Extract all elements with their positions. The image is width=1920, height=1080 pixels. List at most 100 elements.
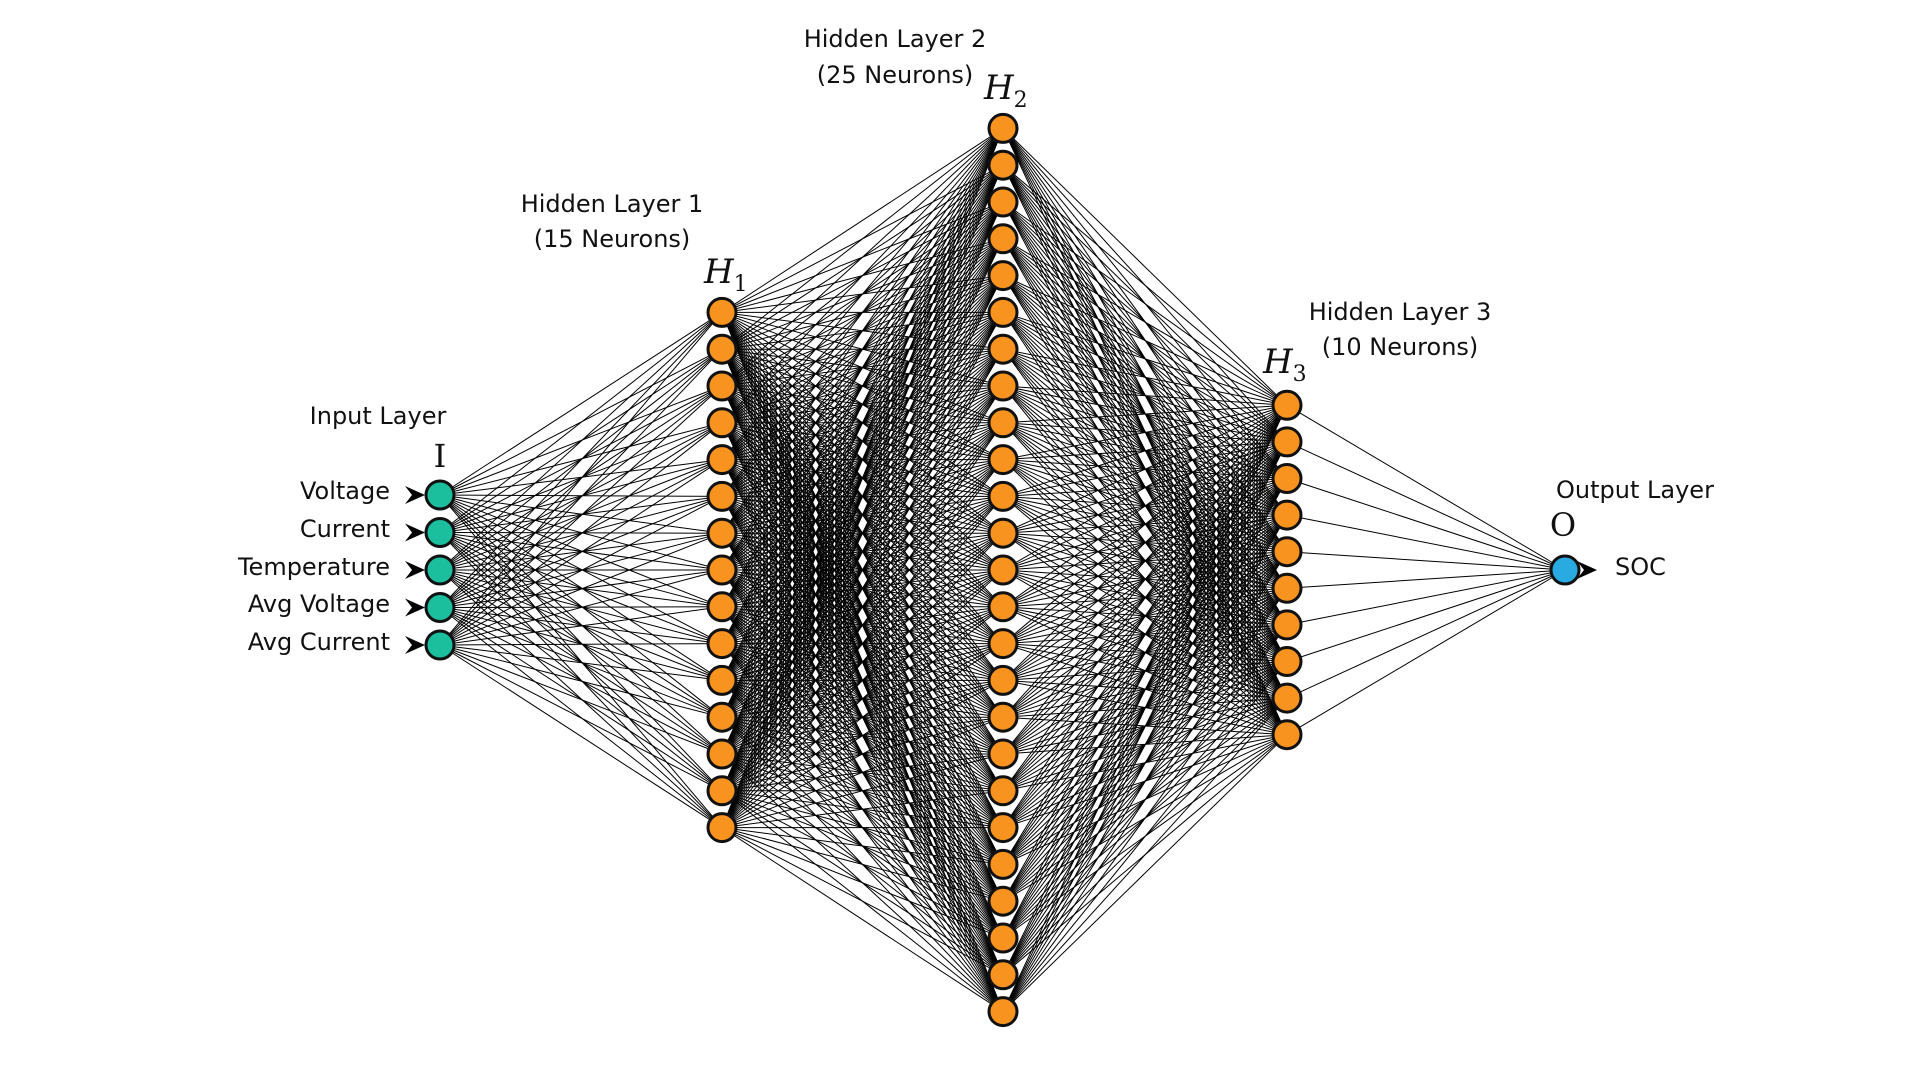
neuron-nodes [424, 112, 1581, 1028]
neuron-node-hidden2-8 [987, 370, 1019, 402]
neuron-node-input-2 [424, 517, 456, 548]
neuron-node-hidden2-7 [987, 333, 1019, 365]
connection-edge [1002, 385, 1288, 406]
connection-edge [1002, 404, 1288, 608]
connection-edge [1002, 478, 1288, 1012]
neuron-node-hidden1-1 [706, 296, 738, 328]
connection-edge [1002, 275, 1288, 406]
connection-edge [1002, 404, 1288, 681]
connection-edge [721, 238, 1004, 828]
neuron-node-input-4 [424, 592, 456, 623]
connection-edge [721, 422, 1004, 828]
connection-edge [1002, 624, 1288, 1012]
connection-edge [1286, 569, 1566, 589]
connection-edge [439, 643, 723, 646]
connection-edge [721, 496, 1004, 828]
output-layer-title: Output Layer [1556, 476, 1714, 504]
connection-edge [721, 275, 1004, 828]
neuron-node-hidden3-1 [1271, 389, 1303, 421]
neuron-node-input-1 [424, 479, 456, 511]
neuron-node-hidden2-12 [987, 517, 1019, 549]
neuron-node-hidden3-4 [1271, 499, 1303, 531]
neuron-node-hidden2-1 [987, 112, 1019, 144]
neuron-node-hidden1-14 [706, 775, 738, 807]
connection-edge [1002, 405, 1288, 1012]
hidden-layer-1-subtitle: (15 Neurons) [534, 225, 691, 253]
neuron-node-hidden3-9 [1271, 682, 1303, 714]
connection-edge [1002, 697, 1288, 1012]
neuron-node-hidden3-5 [1271, 536, 1303, 568]
connection-edge [721, 128, 1004, 718]
connection-edge [439, 348, 723, 646]
hidden-layer-1-title: Hidden Layer 1 [521, 190, 704, 218]
connection-edge [721, 128, 1004, 387]
neuron-node-input-5 [424, 629, 456, 661]
connection-edge [1002, 404, 1288, 461]
connection-edge [439, 644, 723, 718]
connection-edge [1002, 405, 1288, 902]
connection-edge [1002, 405, 1288, 939]
connection-edge [721, 128, 1004, 571]
neuron-node-hidden2-15 [987, 628, 1019, 660]
hidden-layer-2-subtitle: (25 Neurons) [817, 61, 974, 89]
connection-edge [1286, 569, 1566, 699]
input-label-voltage: Voltage [300, 477, 390, 505]
input-layer-title: Input Layer [310, 402, 447, 430]
neuron-node-hidden2-16 [987, 664, 1019, 696]
neuron-node-hidden3-3 [1271, 463, 1303, 494]
input-arrow-icon-2 [405, 523, 425, 542]
hidden-layer-1-symbol-base: H [703, 252, 735, 292]
connection-edge [439, 312, 723, 608]
output-arrow-icon [1577, 561, 1597, 579]
neuron-node-hidden2-9 [987, 407, 1019, 439]
neuron-node-hidden2-6 [987, 296, 1019, 328]
input-arrow-icon-4 [405, 598, 425, 617]
connection-edge [439, 606, 723, 646]
connection-edge [721, 128, 1004, 350]
neuron-node-hidden2-10 [987, 444, 1019, 476]
neuron-node-hidden3-8 [1271, 646, 1303, 677]
neuron-node-hidden1-15 [706, 812, 738, 844]
neuron-node-hidden1-9 [706, 591, 738, 623]
connection-edge [721, 827, 1004, 902]
neuron-node-hidden3-2 [1271, 426, 1303, 458]
neuron-node-hidden2-13 [987, 554, 1019, 586]
connection-edge [721, 385, 1004, 828]
connection-edge [439, 312, 723, 571]
connection-edge [1002, 734, 1288, 1012]
neuron-node-hidden2-11 [987, 480, 1019, 512]
connection-edge [439, 644, 723, 755]
connection-edge [721, 312, 1004, 828]
neuron-node-hidden1-5 [706, 444, 738, 476]
connection-edge [1002, 405, 1288, 828]
hidden-layer-2-title: Hidden Layer 2 [804, 25, 987, 53]
output-label-soc: SOC [1615, 553, 1666, 581]
connection-edge [1002, 404, 1288, 534]
connection-edge [1002, 404, 1288, 718]
connection-edge [721, 128, 1004, 644]
connection-edge [721, 569, 1004, 828]
neuron-node-hidden2-5 [987, 260, 1019, 292]
neuron-node-hidden2-17 [987, 701, 1019, 733]
hidden-layer-3-symbol: H3 [1262, 342, 1307, 387]
connection-edge [721, 128, 1004, 681]
hidden-layer-3-symbol-sub: 3 [1293, 362, 1307, 387]
neuron-node-hidden1-2 [706, 333, 738, 365]
connection-edge [439, 312, 723, 533]
neuron-node-hidden2-4 [987, 223, 1019, 255]
connection-edge [1002, 514, 1288, 1012]
input-label-current: Current [300, 515, 390, 543]
connection-edge [1002, 164, 1288, 406]
input-arrow-icon-5 [405, 636, 425, 654]
hidden-layer-1-symbol: H1 [703, 252, 748, 297]
neuron-node-hidden3-10 [1271, 719, 1303, 751]
connection-edge [439, 495, 723, 646]
neuron-node-hidden1-6 [706, 480, 738, 512]
connection-edge [721, 128, 1004, 460]
input-label-avg-current: Avg Current [248, 628, 390, 656]
connection-edge [721, 790, 1004, 829]
neuron-node-hidden2-19 [987, 775, 1019, 807]
connection-edge [439, 644, 723, 829]
